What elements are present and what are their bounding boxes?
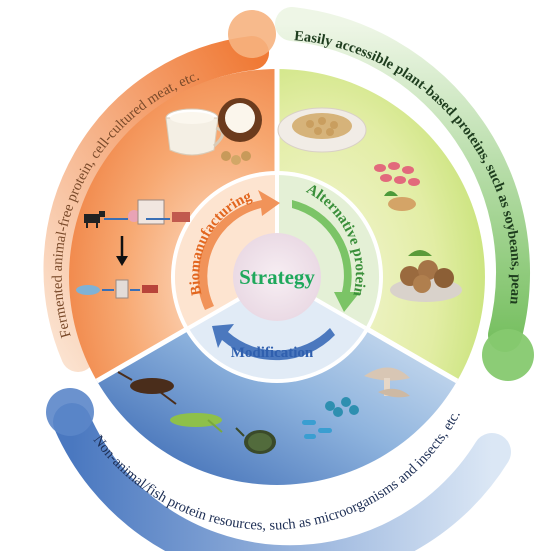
mushroom-icon: [364, 367, 410, 398]
cricket-icon: [117, 371, 177, 405]
outer-arc-orange: [43, 10, 276, 372]
modification-label: Modification: [231, 345, 314, 361]
outer-arc-green: [275, 7, 534, 381]
outer-arc-blue: [46, 388, 511, 551]
arrow-blue: [212, 324, 335, 361]
beetle-icon: [235, 427, 276, 454]
peanuts-icon: [374, 162, 420, 211]
cow-icon: [84, 211, 105, 228]
coconut-icon: [218, 98, 262, 165]
arrow-orange: [197, 190, 280, 310]
cell-culture-flow-icon: [76, 199, 190, 299]
center-circle: [233, 233, 321, 321]
grasshopper-icon: [170, 413, 223, 433]
arrow-green: [292, 200, 360, 312]
center-label: Strategy: [239, 265, 315, 289]
walnuts-icon: [390, 250, 462, 302]
yogurt-cup-icon: [165, 108, 224, 156]
soybean-bowl-icon: [277, 107, 367, 153]
bacteria-icon: [302, 397, 359, 439]
